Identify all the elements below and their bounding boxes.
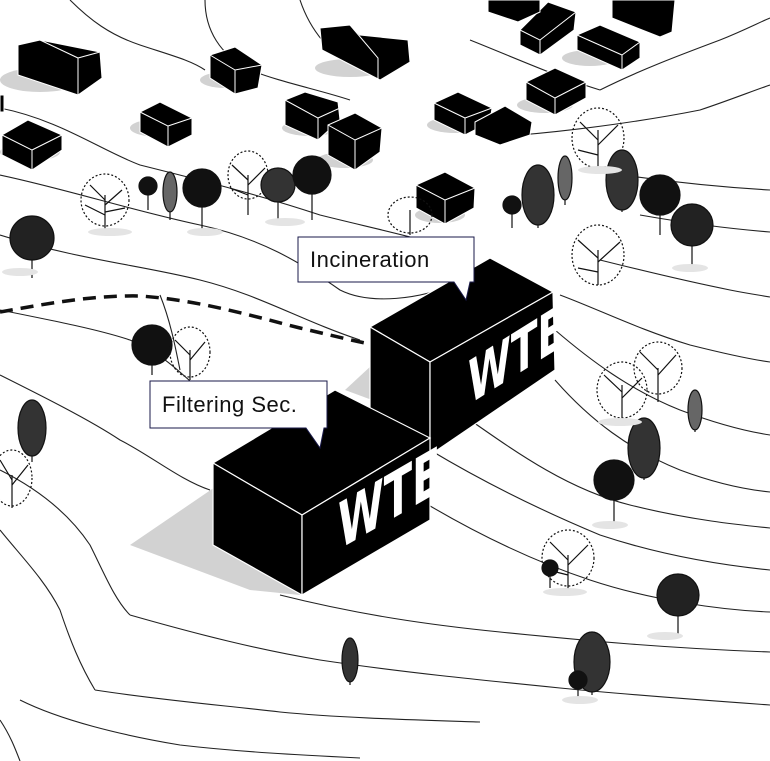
tree (80, 173, 130, 230)
tree (557, 155, 573, 205)
building-block (487, 0, 541, 23)
building-block (474, 105, 533, 146)
tree (568, 670, 588, 700)
filtering-callout-label: Filtering Sec. (162, 392, 297, 417)
tree (571, 107, 625, 169)
building-block (209, 46, 263, 95)
tree (605, 149, 639, 212)
building-block (0, 94, 5, 113)
building-block (525, 67, 587, 116)
tree (162, 171, 178, 220)
tree (0, 449, 33, 508)
tree (131, 324, 173, 375)
incineration-callout: Incineration (297, 236, 475, 302)
tree (292, 155, 332, 220)
tree (387, 196, 433, 235)
tree (687, 389, 703, 432)
tree (639, 174, 681, 235)
incineration-callout-label: Incineration (310, 247, 430, 272)
filtering-right-face (301, 436, 431, 597)
building-block (576, 24, 641, 71)
tree (571, 224, 625, 286)
tree (182, 168, 222, 230)
building-edges (1, 11, 641, 224)
dashed-route (0, 294, 366, 345)
building-block (519, 1, 577, 56)
tree (627, 417, 661, 480)
tree (17, 399, 47, 462)
tree (670, 203, 714, 265)
tree (260, 167, 296, 220)
tree (596, 361, 648, 420)
trees (0, 107, 714, 700)
surrounding-buildings (0, 0, 676, 225)
tree (593, 459, 635, 522)
tree (341, 637, 359, 685)
tree (633, 341, 683, 402)
tree-shadows (2, 166, 708, 704)
building-block (415, 171, 476, 225)
building-block (1, 119, 63, 171)
tree (138, 176, 158, 210)
building-block (611, 0, 676, 38)
tree (541, 559, 559, 588)
tree (502, 195, 522, 228)
tree (521, 164, 555, 228)
filtering-callout: Filtering Sec. (149, 380, 328, 450)
tree (9, 215, 55, 278)
tree (656, 573, 700, 635)
incineration-right-face (429, 290, 556, 457)
tree (169, 326, 211, 380)
